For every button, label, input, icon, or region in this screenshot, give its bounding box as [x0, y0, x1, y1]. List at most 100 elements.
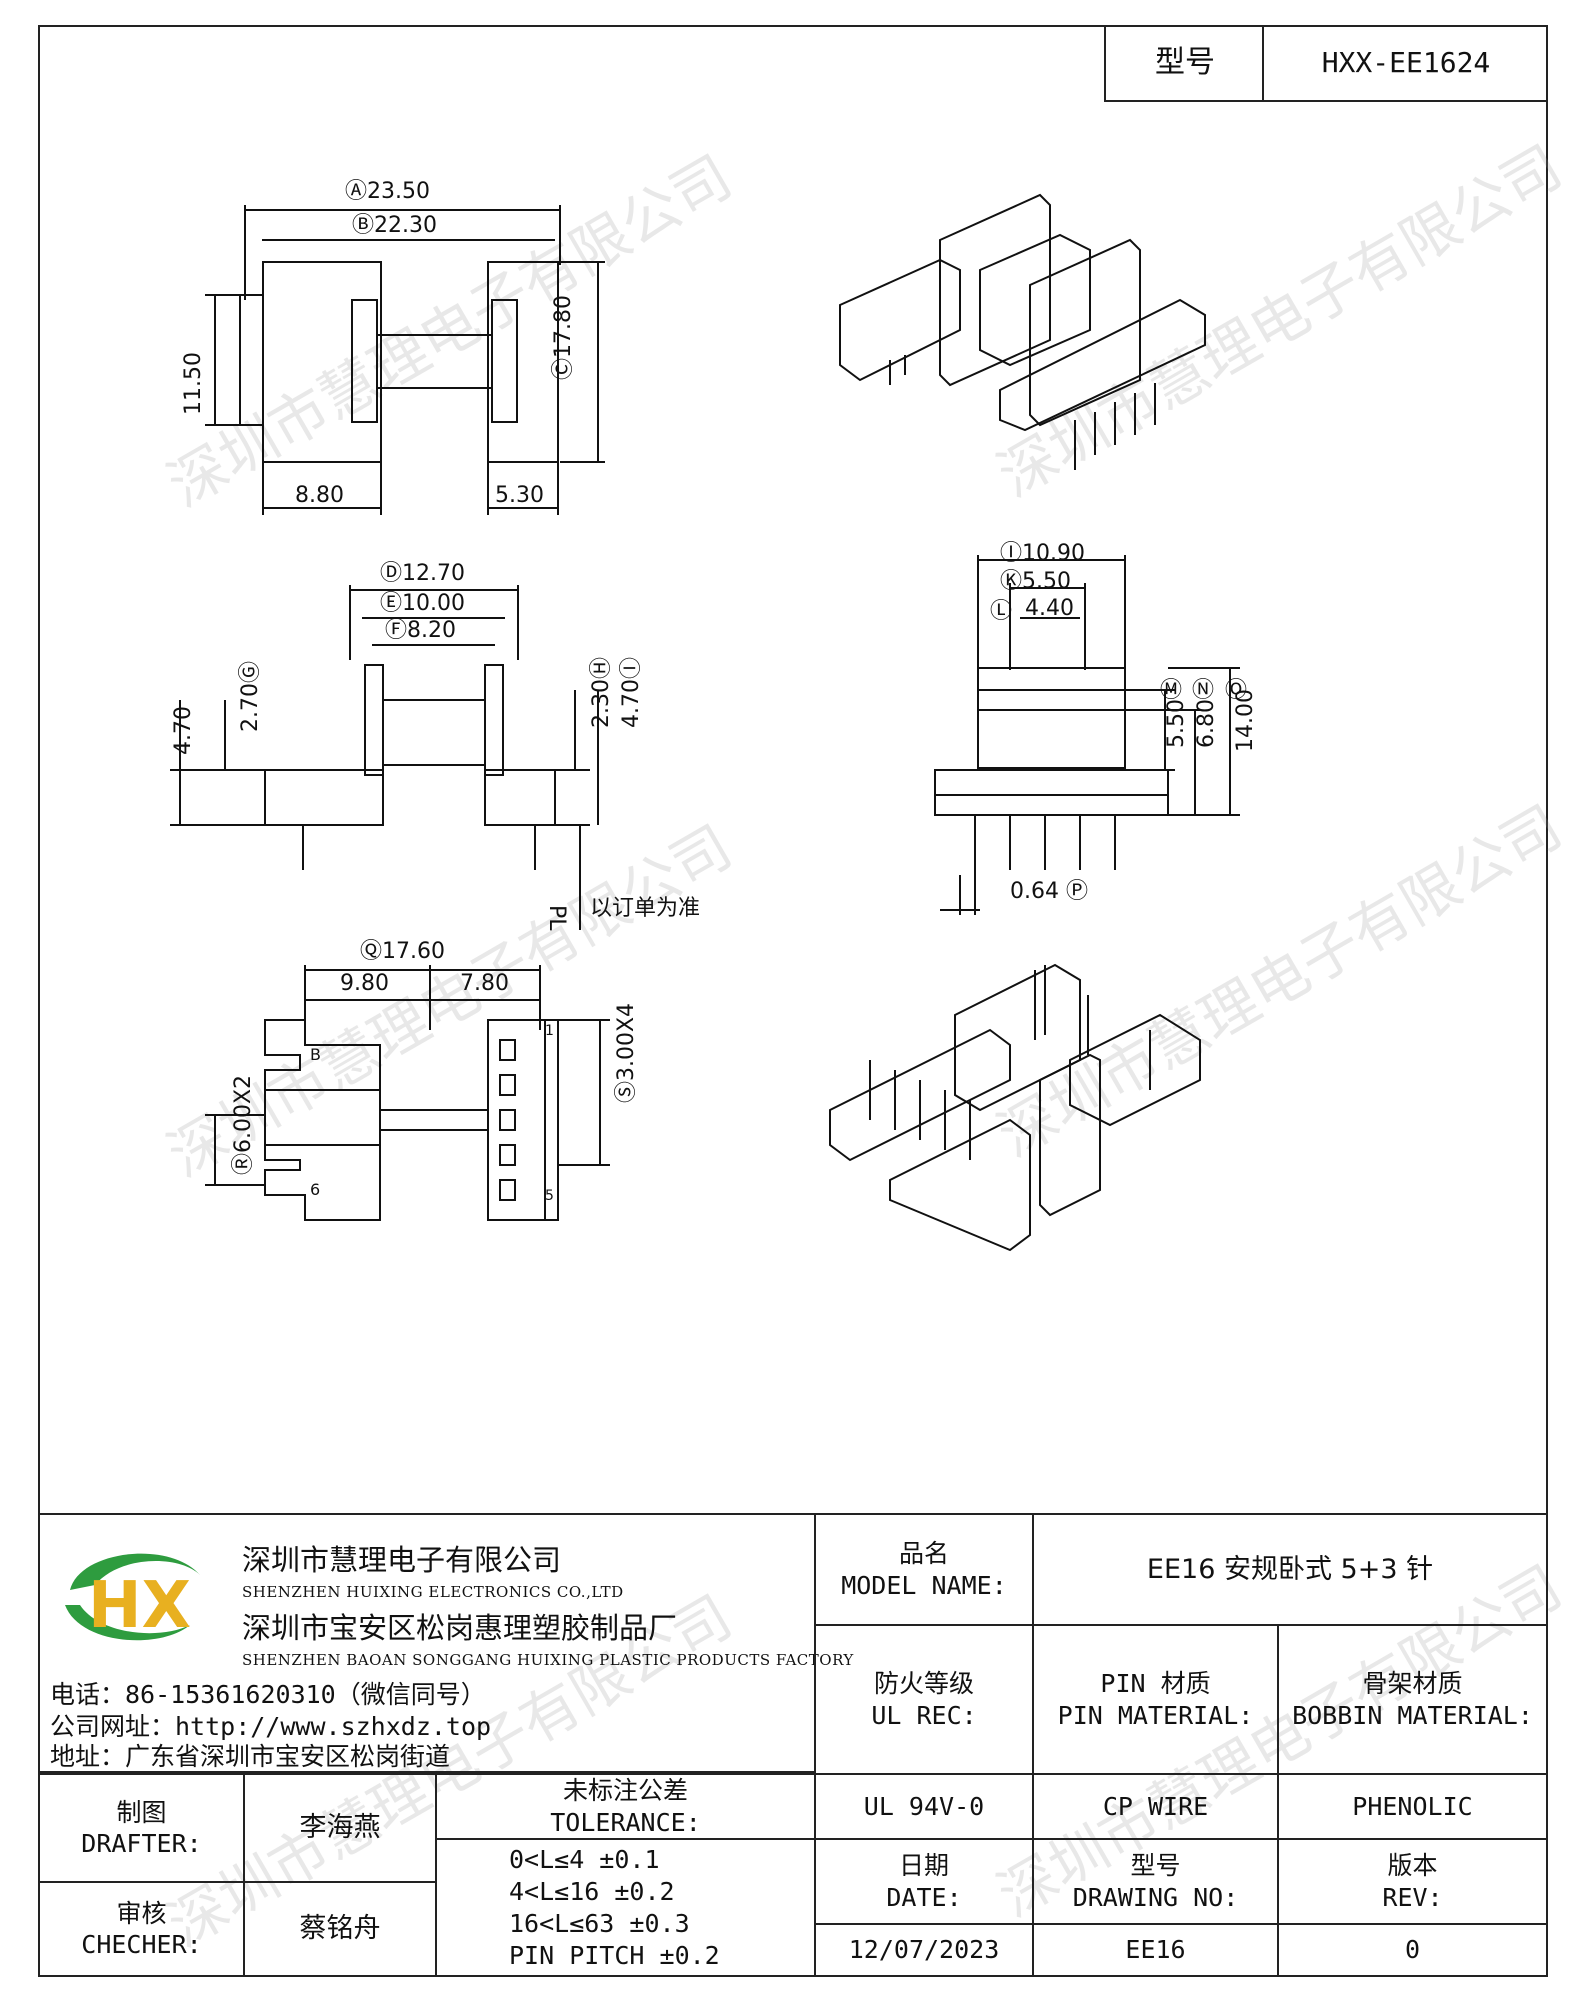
- tolerance-label-en: TOLERANCE:: [550, 1807, 701, 1837]
- dim-b: Ⓑ22.30: [352, 213, 437, 238]
- company-logo: HX: [65, 1553, 200, 1643]
- dim-d: Ⓓ12.70: [380, 561, 465, 586]
- dim-c: Ⓒ17.80: [551, 295, 576, 380]
- drafter-label-cn: 制图: [116, 1797, 167, 1827]
- dim-e: Ⓔ10.00: [380, 591, 465, 616]
- model-name-value: EE16 安规卧式 5+3 针: [1146, 1553, 1434, 1585]
- tolerance-line: 4<L≤16 ±0.2: [509, 1876, 675, 1906]
- checker-label-en: CHECHER:: [81, 1930, 202, 1959]
- model-label: 型号: [1155, 44, 1215, 80]
- dim-r: Ⓡ6.00X2: [231, 1075, 256, 1175]
- dim-i-side: 4.70Ⓘ: [619, 657, 644, 728]
- date-label-en: DATE:: [886, 1882, 962, 1912]
- date-label-cn: 日期: [898, 1851, 949, 1881]
- pin-label-b: B: [310, 1045, 321, 1064]
- drawing-no-value-cell: EE16: [1032, 1923, 1279, 1977]
- pl-note: 以订单为准: [590, 896, 700, 921]
- rev-value-cell: 0: [1277, 1923, 1548, 1977]
- tolerance-line: PIN PITCH ±0.2: [509, 1940, 720, 1970]
- ul-value-cell: UL 94V-0: [814, 1773, 1034, 1840]
- pin-material-label-cell: PIN 材质 PIN MATERIAL:: [1032, 1624, 1279, 1775]
- dim-n: Ⓝ: [1192, 678, 1214, 703]
- dim-k: Ⓚ5.50: [1000, 569, 1071, 594]
- dim-p: 0.64 Ⓟ: [1010, 879, 1088, 904]
- drawing-no-label-cell: 型号 DRAWING NO:: [1032, 1838, 1279, 1925]
- tolerance-values-cell: 0<L≤4 ±0.1 4<L≤16 ±0.2 16<L≤63 ±0.3 PIN …: [435, 1838, 816, 1977]
- dim-6-80: 6.80: [1194, 699, 1219, 748]
- bobbin-material-label-cell: 骨架材质 BOBBIN MATERIAL:: [1277, 1624, 1548, 1775]
- bobbin-material-label-en: BOBBIN MATERIAL:: [1292, 1700, 1533, 1730]
- bobbin-material-value: PHENOLIC: [1352, 1791, 1473, 1821]
- dim-4-40: 4.40: [1025, 596, 1074, 621]
- model-name-label-en: MODEL NAME:: [841, 1570, 1007, 1600]
- dim-h: 2.30Ⓗ: [589, 657, 614, 728]
- checker-name-cell: 蔡铭舟: [243, 1881, 437, 1977]
- company-website: 公司网址：http://www.szhxdz.top: [50, 1712, 492, 1741]
- drafter-label-cell: 制图 DRAFTER:: [38, 1773, 245, 1883]
- factory-name-en: SHENZHEN BAOAN SONGGANG HUIXING PLASTIC …: [242, 1651, 854, 1669]
- checker-label-cn: 审核: [116, 1898, 167, 1928]
- bobbin-material-value-cell: PHENOLIC: [1277, 1773, 1548, 1840]
- pin-material-value: CP WIRE: [1102, 1791, 1209, 1821]
- tolerance-line: 16<L≤63 ±0.3: [509, 1908, 690, 1938]
- dim-4-70-left: 4.70: [171, 706, 196, 755]
- front-view: [934, 555, 1240, 915]
- date-value-cell: 12/07/2023: [814, 1923, 1034, 1977]
- dim-q: Ⓠ17.60: [360, 939, 445, 964]
- side-view: [170, 585, 599, 930]
- factory-name-cn: 深圳市宝安区松岗惠理塑胶制品厂: [242, 1611, 678, 1645]
- dim-i-front: Ⓘ10.90: [1000, 541, 1085, 566]
- dim-f: Ⓕ8.20: [385, 618, 456, 643]
- tolerance-label-cell: 未标注公差 TOLERANCE:: [435, 1773, 816, 1840]
- ul-label-cell: 防火等级 UL REC:: [814, 1624, 1034, 1775]
- dim-s: Ⓢ3.00X4: [614, 1003, 639, 1103]
- pin-material-label-cn: PIN 材质: [1100, 1669, 1211, 1699]
- bobbin-material-label-cn: 骨架材质: [1362, 1669, 1463, 1699]
- dim-pl: PL: [544, 905, 569, 931]
- dim-7-80: 7.80: [460, 971, 509, 996]
- ul-label-en: UL REC:: [871, 1700, 977, 1730]
- tolerance-label-cn: 未标注公差: [562, 1776, 688, 1806]
- drafter-name-cell: 李海燕: [243, 1773, 437, 1883]
- drawing-no-value: EE16: [1125, 1935, 1186, 1965]
- ul-label-cn: 防火等级: [873, 1669, 974, 1699]
- pin-material-value-cell: CP WIRE: [1032, 1773, 1279, 1840]
- bottom-view: [205, 965, 610, 1221]
- dim-m: Ⓜ: [1160, 678, 1182, 703]
- dim-top-left: 11.50: [181, 352, 206, 415]
- pin-label-5: 5: [545, 1188, 554, 1204]
- rev-label-cell: 版本 REV:: [1277, 1838, 1548, 1925]
- rev-label-en: REV:: [1382, 1882, 1443, 1912]
- pin-label-1: 1: [545, 1023, 554, 1039]
- technical-drawing: Ⓐ23.50 Ⓑ22.30 Ⓒ17.80 11.50 8.80 5.30 Ⓓ12…: [170, 179, 1258, 1252]
- rev-label-cn: 版本: [1387, 1851, 1438, 1881]
- company-name-en: SHENZHEN HUIXING ELECTRONICS CO.,LTD: [242, 1583, 624, 1601]
- model-value-cell: HXX-EE1624: [1262, 25, 1548, 102]
- model-label-cell: 型号: [1104, 25, 1264, 102]
- top-view: [205, 205, 605, 515]
- rev-value: 0: [1404, 1935, 1421, 1965]
- logo-swoosh: [70, 1553, 200, 1590]
- company-address: 地址：广东省深圳市宝安区松岗街道: [50, 1742, 451, 1771]
- checker-name: 蔡铭舟: [299, 1913, 381, 1945]
- ul-value: UL 94V-0: [863, 1791, 985, 1821]
- pin-material-label-en: PIN MATERIAL:: [1057, 1700, 1254, 1730]
- logo-letters: HX: [88, 1569, 191, 1643]
- logo-swoosh-lower: [65, 1605, 190, 1641]
- drawing-no-label-cn: 型号: [1130, 1851, 1181, 1881]
- dim-8-80: 8.80: [295, 483, 344, 508]
- dim-5-50: 5.50: [1164, 699, 1189, 748]
- dim-o: Ⓞ: [1225, 678, 1247, 703]
- model-name-label-cell: 品名 MODEL NAME:: [814, 1513, 1034, 1626]
- company-phone: 电话：86-15361620310（微信同号）: [50, 1680, 486, 1709]
- drafter-name: 李海燕: [299, 1812, 381, 1844]
- date-value: 12/07/2023: [848, 1935, 1000, 1965]
- tolerance-line: 0<L≤4 ±0.1: [509, 1844, 660, 1874]
- bobbin-iso-view-top: [839, 193, 1206, 470]
- dim-g: 2.70Ⓖ: [238, 661, 263, 732]
- drawing-no-label-en: DRAWING NO:: [1072, 1882, 1239, 1912]
- date-label-cell: 日期 DATE:: [814, 1838, 1034, 1925]
- drafter-label-en: DRAFTER:: [81, 1829, 202, 1858]
- dim-14-00: 14.00: [1233, 689, 1258, 752]
- model-value: HXX-EE1624: [1321, 46, 1491, 79]
